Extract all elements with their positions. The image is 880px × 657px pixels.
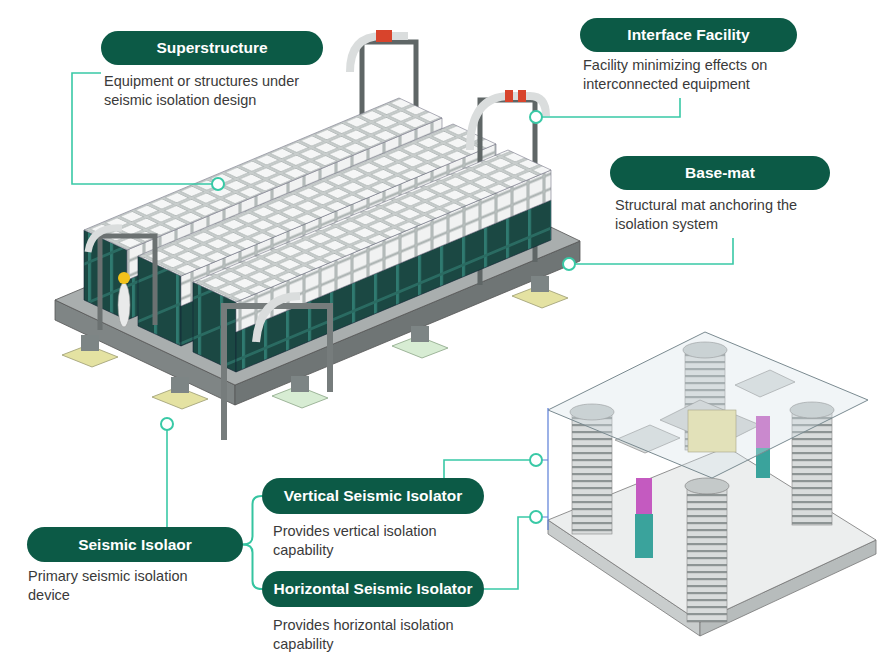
isolator-unit [392,326,448,358]
leader-dot [161,418,173,430]
pill-heading: Seismic Isolaor [27,527,243,562]
isolator-unit [62,335,118,367]
description-text: Structural mat anchoring the isolation s… [615,196,847,234]
worker-helmet [118,272,130,284]
isolator-unit [512,276,568,308]
description-text: Provides horizontal isolation capability [273,616,493,654]
bracket-connector [243,545,262,590]
worker-figure [118,272,130,327]
bracket-connector [243,496,262,545]
description-text: Primary seismic isolation device [28,567,223,605]
leader-line [166,430,168,527]
isolator-top-plate [548,332,868,478]
leader-dot [530,454,542,466]
isolator-unit [152,377,208,409]
pill-heading: Base-mat [610,156,830,190]
label-pill: Horizontal Seismic IsolatorProvides hori… [262,571,484,607]
description-text: Equipment or structures under seismic is… [104,72,336,110]
leader-dot [530,111,542,123]
end-frame [224,306,330,440]
end-pipe [88,228,122,252]
leader-line [575,238,733,264]
interface-pipe [470,96,546,150]
leader-dot [530,511,542,523]
pipe-joint [518,90,526,102]
pipe-joint [376,30,392,42]
isolator-unit [272,376,328,408]
pill-heading: Superstructure [101,31,323,65]
isolator-cylinder [81,335,99,351]
isolator-cylinder [531,276,549,292]
label-pill: SuperstructureEquipment or structures un… [101,31,323,65]
spring-cap [685,478,729,494]
damper-cylinder [635,514,653,558]
isolator-cylinder [171,377,189,393]
description-text: Facility minimizing effects on interconn… [583,56,815,94]
pill-heading: Interface Facility [580,18,797,52]
leader-dot [563,258,575,270]
pipe-joint [505,90,513,102]
leader-line [444,460,530,478]
battery-top [193,150,551,302]
end-frame [100,236,155,330]
end-pipe [256,296,300,342]
leader-dot [212,178,224,190]
pill-heading: Vertical Seismic Isolator [262,478,484,514]
worker-body [118,283,130,327]
damper-cylinder [636,478,652,516]
detail-bracket [540,408,548,530]
pill-heading: Horizontal Seismic Isolator [262,571,484,607]
spring-column [685,478,729,622]
label-pill: Vertical Seismic IsolatorProvides vertic… [262,478,484,514]
spring-coil-body [687,486,727,622]
isolator-cylinder [291,376,309,392]
leader-line [72,73,212,184]
label-pill: Base-matStructural mat anchoring the iso… [610,156,830,190]
leader-line [484,517,530,589]
label-pill: Interface FacilityFacility minimizing ef… [580,18,797,52]
leader-line [542,98,680,117]
label-pill: Seismic IsolaorPrimary seismic isolation… [27,527,243,562]
description-text: Provides vertical isolation capability [273,522,493,560]
isolator-cylinder [411,326,429,342]
